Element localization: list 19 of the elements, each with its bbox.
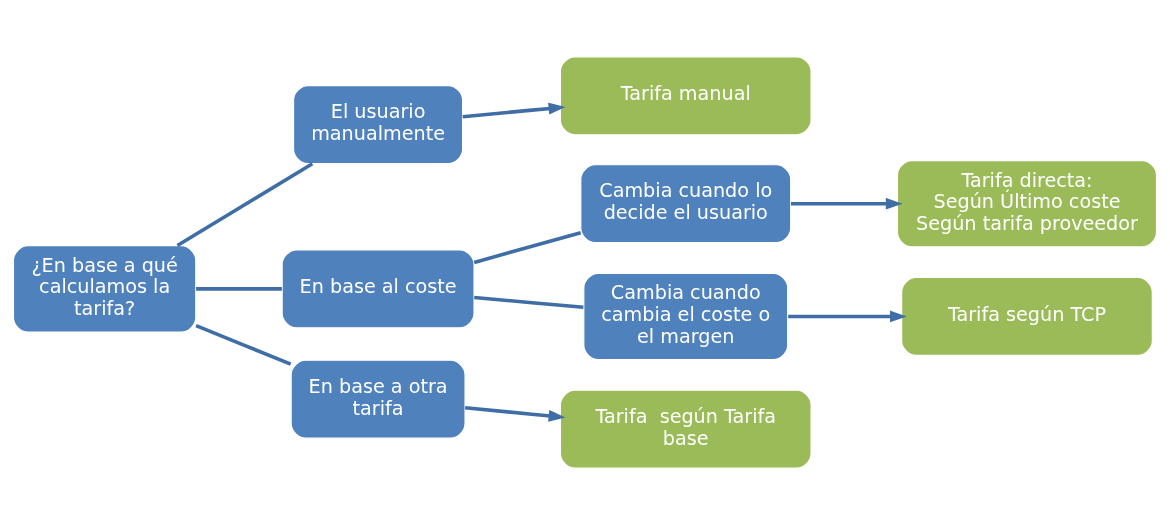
connector xyxy=(195,323,292,366)
node-box: En base a otra tarifa xyxy=(290,359,466,439)
connector xyxy=(196,286,282,291)
node-box: En base al coste xyxy=(281,248,475,328)
node-box: Tarifa manual xyxy=(559,55,812,135)
connector xyxy=(474,295,584,309)
node-box: El usuario manualmente xyxy=(292,84,464,164)
node-box: Tarifa directa: Según Último coste Según tarifa proveedor xyxy=(896,159,1158,247)
connector xyxy=(473,230,582,264)
arrow xyxy=(462,102,566,118)
node-box: Tarifa según Tarifa base xyxy=(559,389,812,469)
node-box: Tarifa según TCP xyxy=(901,276,1153,356)
arrow xyxy=(790,197,903,210)
connector xyxy=(176,161,314,247)
node-box: Cambia cuando lo decide el usuario xyxy=(580,163,792,243)
arrow xyxy=(464,405,566,422)
node-box: Cambia cuando cambia el coste o el margen xyxy=(583,272,789,360)
node-box: ¿En base a qué calculamos la tarifa? xyxy=(12,244,197,333)
arrow xyxy=(788,310,907,322)
